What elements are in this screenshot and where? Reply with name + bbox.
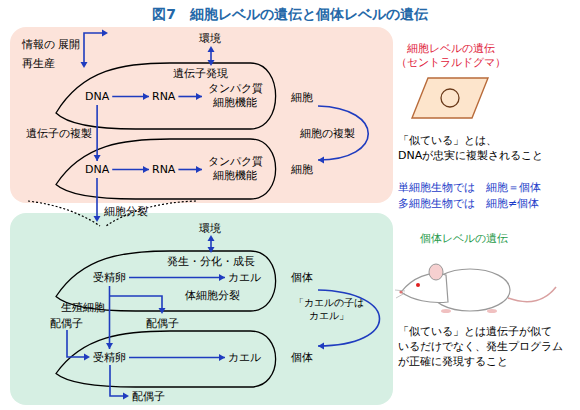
connector <box>112 93 149 100</box>
arrow-head <box>219 274 225 281</box>
connector-line <box>109 286 111 349</box>
node-text: DNA <box>85 163 109 176</box>
connector <box>112 166 149 173</box>
arrow-head <box>219 354 225 361</box>
edge-label: 遺伝子の複製 <box>26 127 92 140</box>
term-node: RNA <box>152 90 175 103</box>
node-text: 遺伝子発現 <box>173 67 228 80</box>
loop-curve <box>56 63 276 129</box>
mouse-eye <box>416 283 420 287</box>
node-text: 細胞 <box>291 91 313 104</box>
edge-label: 「カエルの子は カエル」 <box>292 296 366 322</box>
note-label: 「似ている」とは遺伝子が似て いるだけでなく、発生プログラム が正確に発現するこ… <box>398 324 572 369</box>
note-label: 細胞分裂 <box>104 205 148 218</box>
node-text: RNA <box>152 90 175 103</box>
node-text: 個体 <box>291 351 313 364</box>
node-text: DNA <box>85 90 109 103</box>
note-label: 配偶子 <box>146 317 179 330</box>
loop-curve <box>56 139 276 199</box>
term-node: タンパク質 細胞機能 <box>205 82 265 110</box>
node-text: タンパク質 細胞機能 <box>205 82 265 110</box>
connector-line <box>129 277 225 279</box>
connector-line <box>96 105 98 161</box>
connector-line <box>129 357 225 359</box>
node-text: カエル <box>228 271 261 284</box>
term-node: DNA <box>85 163 109 176</box>
connector-line <box>178 169 202 171</box>
node-text: 環境 <box>199 222 221 235</box>
edge-label: 生殖細胞 <box>61 301 105 314</box>
region-band: 情報の展開再生産環境遺伝子発現細胞DNARNAタンパク質 細胞機能細胞DNARN… <box>10 27 393 203</box>
node-text: 展開 <box>58 38 80 51</box>
note-label: 細胞レベルの遺伝 （セントラルドグマ） <box>394 42 508 70</box>
term-node: 受精卵 <box>93 351 126 364</box>
term-node: タンパク質 細胞機能 <box>205 155 265 183</box>
arrow-head <box>94 155 101 161</box>
note-label: 「似ている」とは、 DNAが忠実に複製されること <box>398 133 578 163</box>
arrow-head <box>196 166 202 173</box>
connector <box>129 274 225 281</box>
node-text: 個体 <box>291 271 313 284</box>
connector <box>178 93 202 100</box>
mouse-body <box>430 269 510 311</box>
connector-line <box>178 96 202 98</box>
mouse-foot <box>487 309 497 313</box>
edge-label: 体細胞分裂 <box>185 289 240 302</box>
mouse-whisker <box>395 290 405 291</box>
node-text: 細胞 <box>291 163 313 176</box>
arrow-head <box>196 93 202 100</box>
note-label: 多細胞生物では 細胞≠個体 <box>398 197 539 210</box>
node-text: RNA <box>152 163 175 176</box>
node-text: 受精卵 <box>93 351 126 364</box>
mouse-head <box>401 274 448 303</box>
cycle-loop: 個体 受精卵 カエル <box>55 330 320 388</box>
loop-curve <box>56 331 276 387</box>
arrow-head <box>318 157 324 164</box>
connector <box>178 166 202 173</box>
note-label: 個体レベルの遺伝 <box>420 232 508 245</box>
connector-line <box>112 96 149 98</box>
edge-label: 細胞の複製 <box>300 127 355 140</box>
figure-title: 図7 細胞レベルの遺伝と個体レベルの遺伝 <box>0 6 580 24</box>
connector <box>94 105 101 161</box>
term-node: カエル <box>228 271 261 284</box>
mouse-ear <box>429 264 443 280</box>
arrow-head <box>318 343 324 350</box>
term-node: カエル <box>228 351 261 364</box>
connector-line <box>112 169 149 171</box>
cycle-loop: 遺伝子発現細胞 DNA RNA タンパク質 細胞機能 <box>55 62 320 130</box>
mouse-whisker <box>396 293 405 298</box>
node-text: 発生・分化・成長 <box>167 255 255 268</box>
connector <box>129 354 225 361</box>
node-text: 受精卵 <box>93 271 126 284</box>
node-text: タンパク質 細胞機能 <box>205 155 265 183</box>
arrow-head <box>106 343 113 349</box>
cell-nucleus <box>441 89 459 107</box>
node-text: 情報の <box>22 38 55 51</box>
mouse-foot <box>441 309 451 313</box>
cell-illustration <box>412 78 488 118</box>
term-node: DNA <box>85 90 109 103</box>
cycle-loop: 細胞 DNA RNA タンパク質 細胞機能 <box>55 138 320 200</box>
arrow-head <box>143 93 149 100</box>
arrow-head <box>143 166 149 173</box>
term-node: RNA <box>152 163 175 176</box>
connector <box>106 286 113 349</box>
mouse-tail <box>508 287 556 302</box>
term-node: 受精卵 <box>93 271 126 284</box>
note-label: 単細胞生物では 細胞＝個体 <box>398 181 541 194</box>
note-label: 配偶子 <box>50 317 83 330</box>
node-text: カエル <box>228 351 261 364</box>
mouse-nose <box>399 290 402 293</box>
node-text: 再生産 <box>22 57 55 70</box>
node-text: 環境 <box>199 32 221 45</box>
note-label: 配偶子 <box>132 390 165 403</box>
